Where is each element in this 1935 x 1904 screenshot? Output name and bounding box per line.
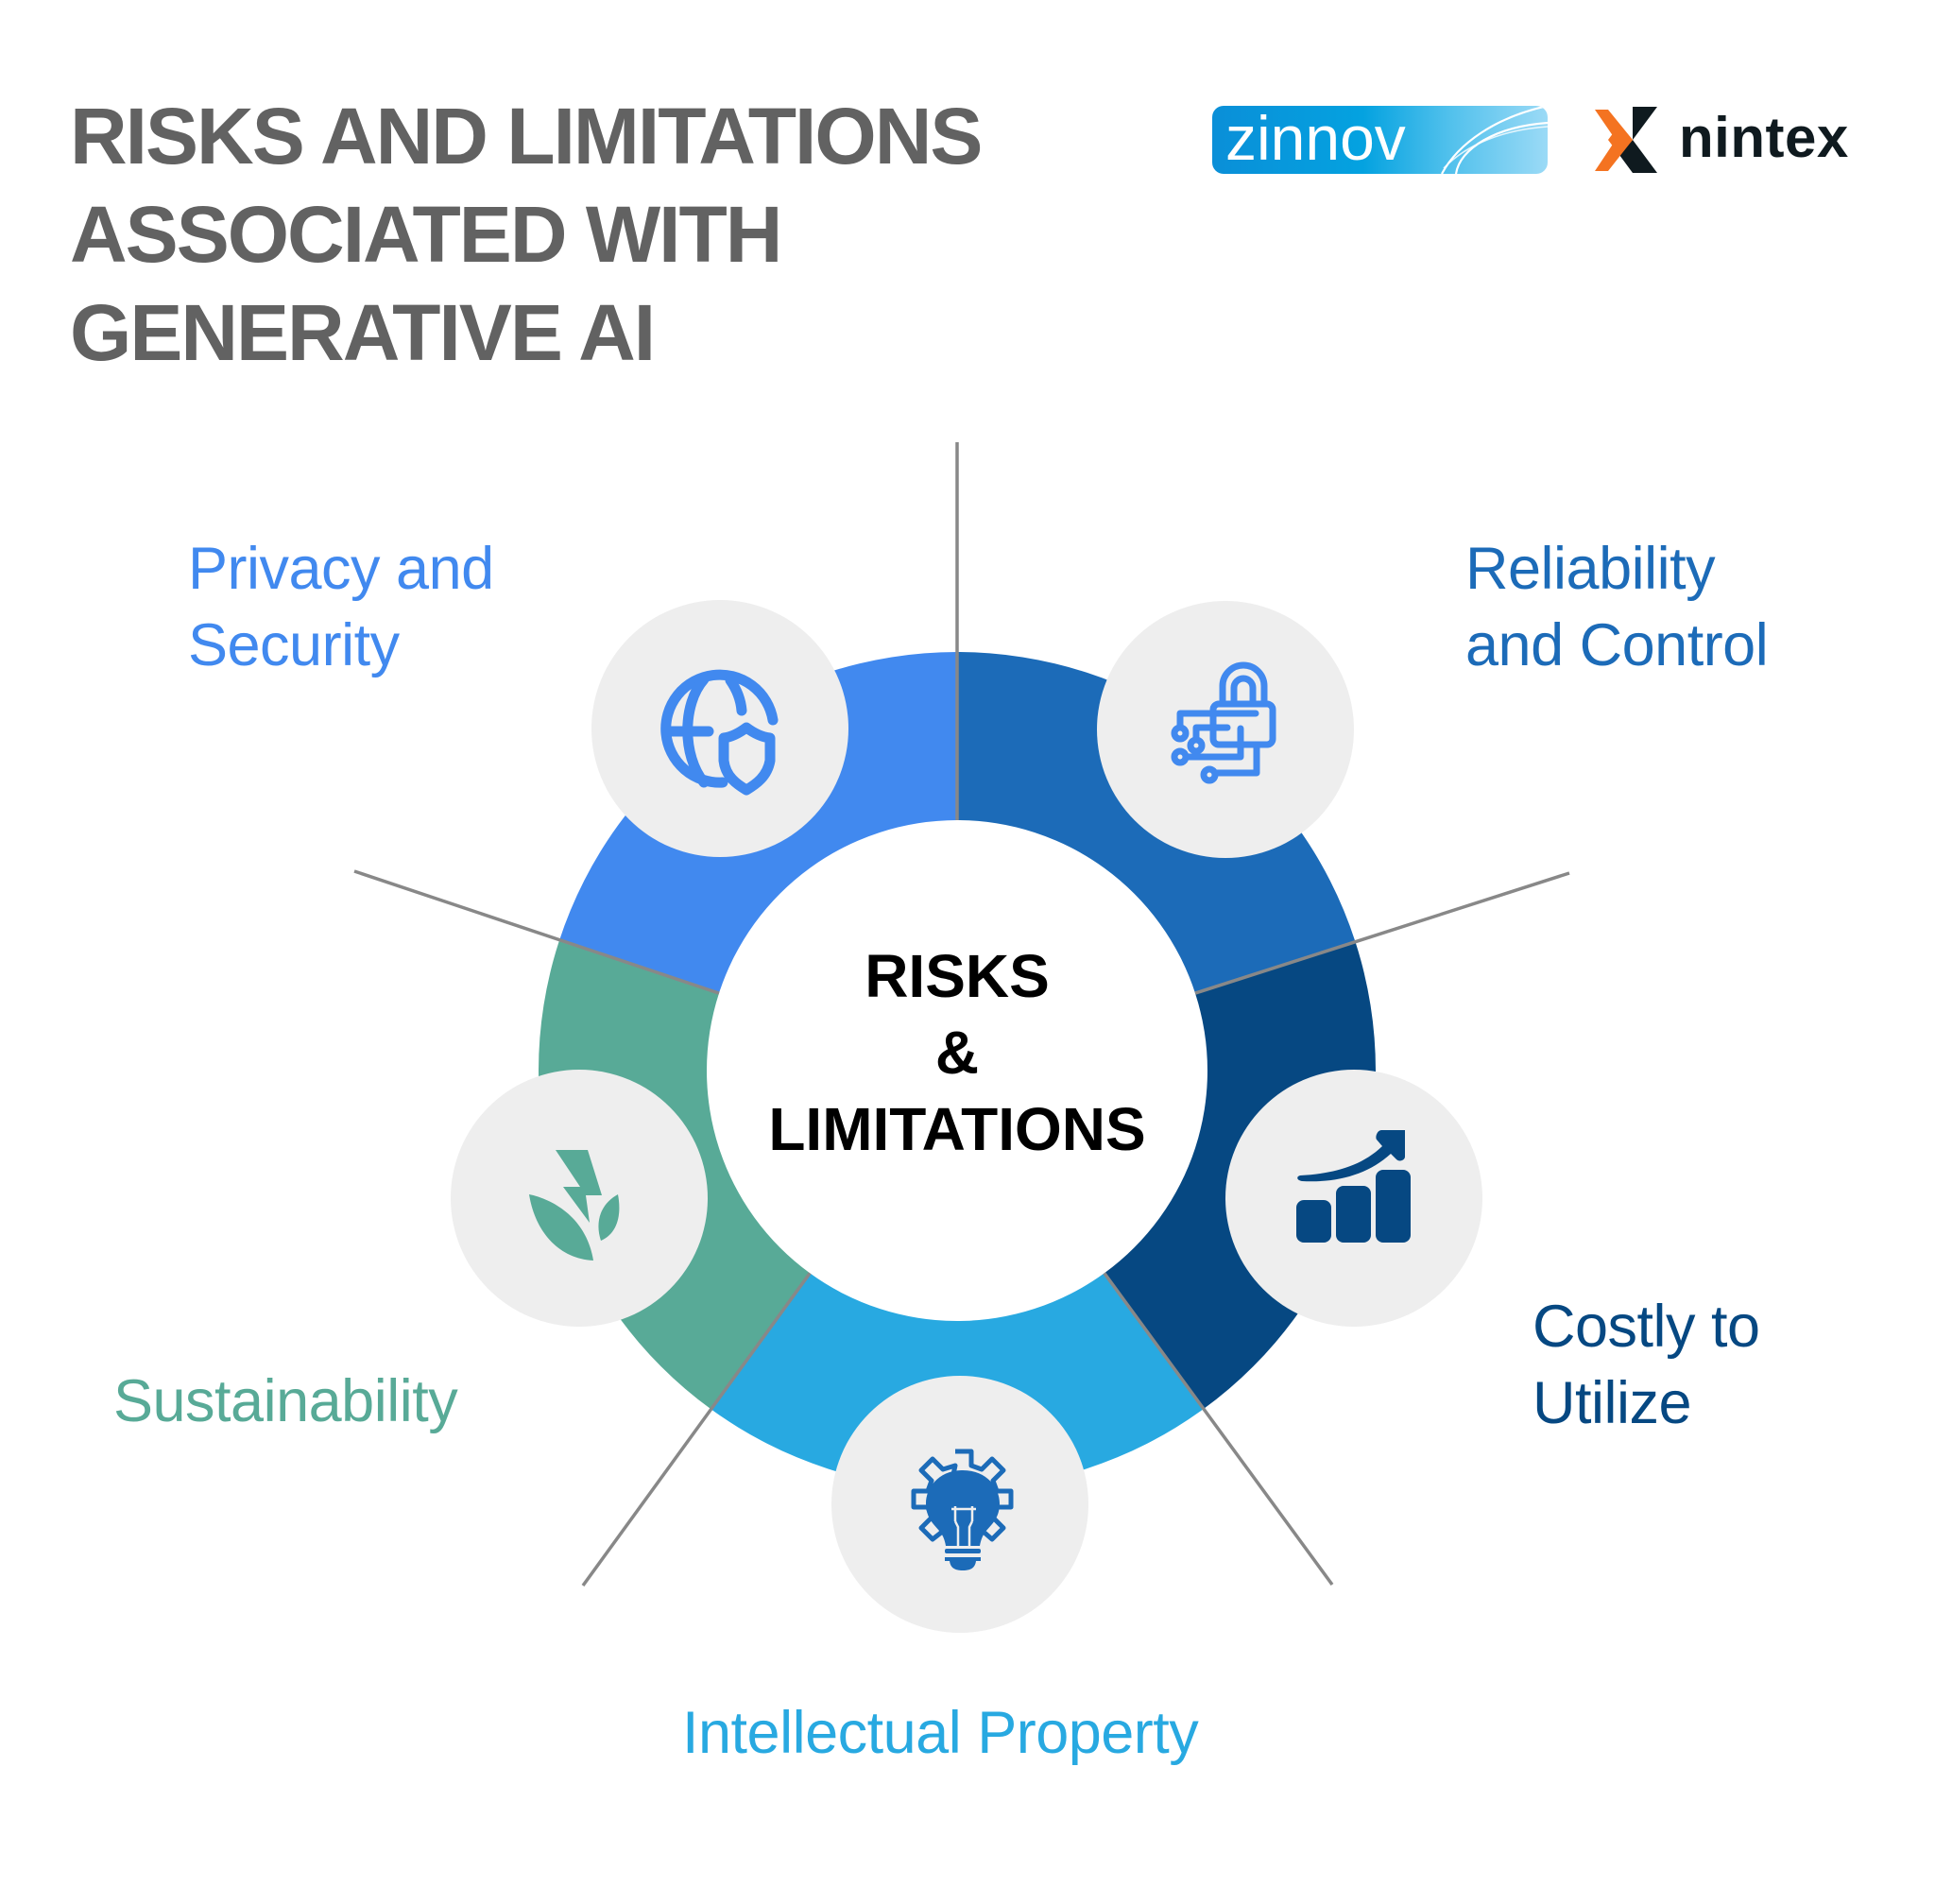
label-line: and Control bbox=[1465, 612, 1769, 678]
nintex-wordmark: nintex bbox=[1679, 106, 1849, 169]
title-line-3: GENERATIVE AI bbox=[70, 288, 656, 377]
title-line-2: ASSOCIATED WITH bbox=[70, 190, 782, 279]
divider-lower-right bbox=[1103, 1272, 1334, 1587]
label-line: Privacy and bbox=[188, 536, 494, 602]
growth-chart-icon bbox=[1296, 1130, 1411, 1243]
nintex-x-mark-icon bbox=[1595, 107, 1657, 173]
label-privacy-and-security: Privacy and Security bbox=[188, 531, 494, 684]
page-title: RISKS AND LIMITATIONS ASSOCIATED WITH GE… bbox=[70, 87, 983, 382]
digital-lock-icon bbox=[1171, 661, 1276, 784]
nintex-logo: nintex bbox=[1595, 106, 1869, 175]
title-line-1: RISKS AND LIMITATIONS bbox=[70, 92, 983, 180]
divider-lower-left bbox=[581, 1272, 812, 1587]
divider-upper-right bbox=[1194, 871, 1570, 995]
center-line-3: LIMITATIONS bbox=[768, 1095, 1146, 1163]
zinnov-swoosh-icon bbox=[1441, 106, 1548, 174]
divider-upper-left bbox=[353, 869, 720, 995]
label-sustainability: Sustainability bbox=[113, 1364, 458, 1440]
label-line: Security bbox=[188, 612, 400, 678]
label-reliability-and-control: Reliability and Control bbox=[1465, 531, 1769, 684]
label-intellectual-property: Intellectual Property bbox=[682, 1695, 1199, 1772]
label-line: Costly to bbox=[1533, 1294, 1760, 1360]
center-line-2: & bbox=[934, 1019, 980, 1087]
label-costly-to-utilize: Costly to Utilize bbox=[1533, 1289, 1760, 1442]
globe-shield-icon bbox=[660, 669, 779, 796]
privacy-icon-circle bbox=[591, 600, 848, 857]
leaf-bolt-icon bbox=[529, 1150, 620, 1261]
zinnov-wordmark: zinnov bbox=[1225, 106, 1406, 173]
divider-lines bbox=[353, 442, 1570, 1587]
label-line: Utilize bbox=[1533, 1370, 1692, 1436]
zinnov-logo: zinnov bbox=[1212, 106, 1548, 174]
center-label: RISKS & LIMITATIONS bbox=[721, 938, 1193, 1168]
label-line: Intellectual Property bbox=[682, 1700, 1199, 1766]
label-line: Sustainability bbox=[113, 1368, 458, 1434]
center-disc bbox=[708, 821, 1207, 1320]
label-line: Reliability bbox=[1465, 536, 1716, 602]
center-line-1: RISKS bbox=[865, 942, 1050, 1010]
gear-lightbulb-icon bbox=[911, 1449, 1014, 1570]
